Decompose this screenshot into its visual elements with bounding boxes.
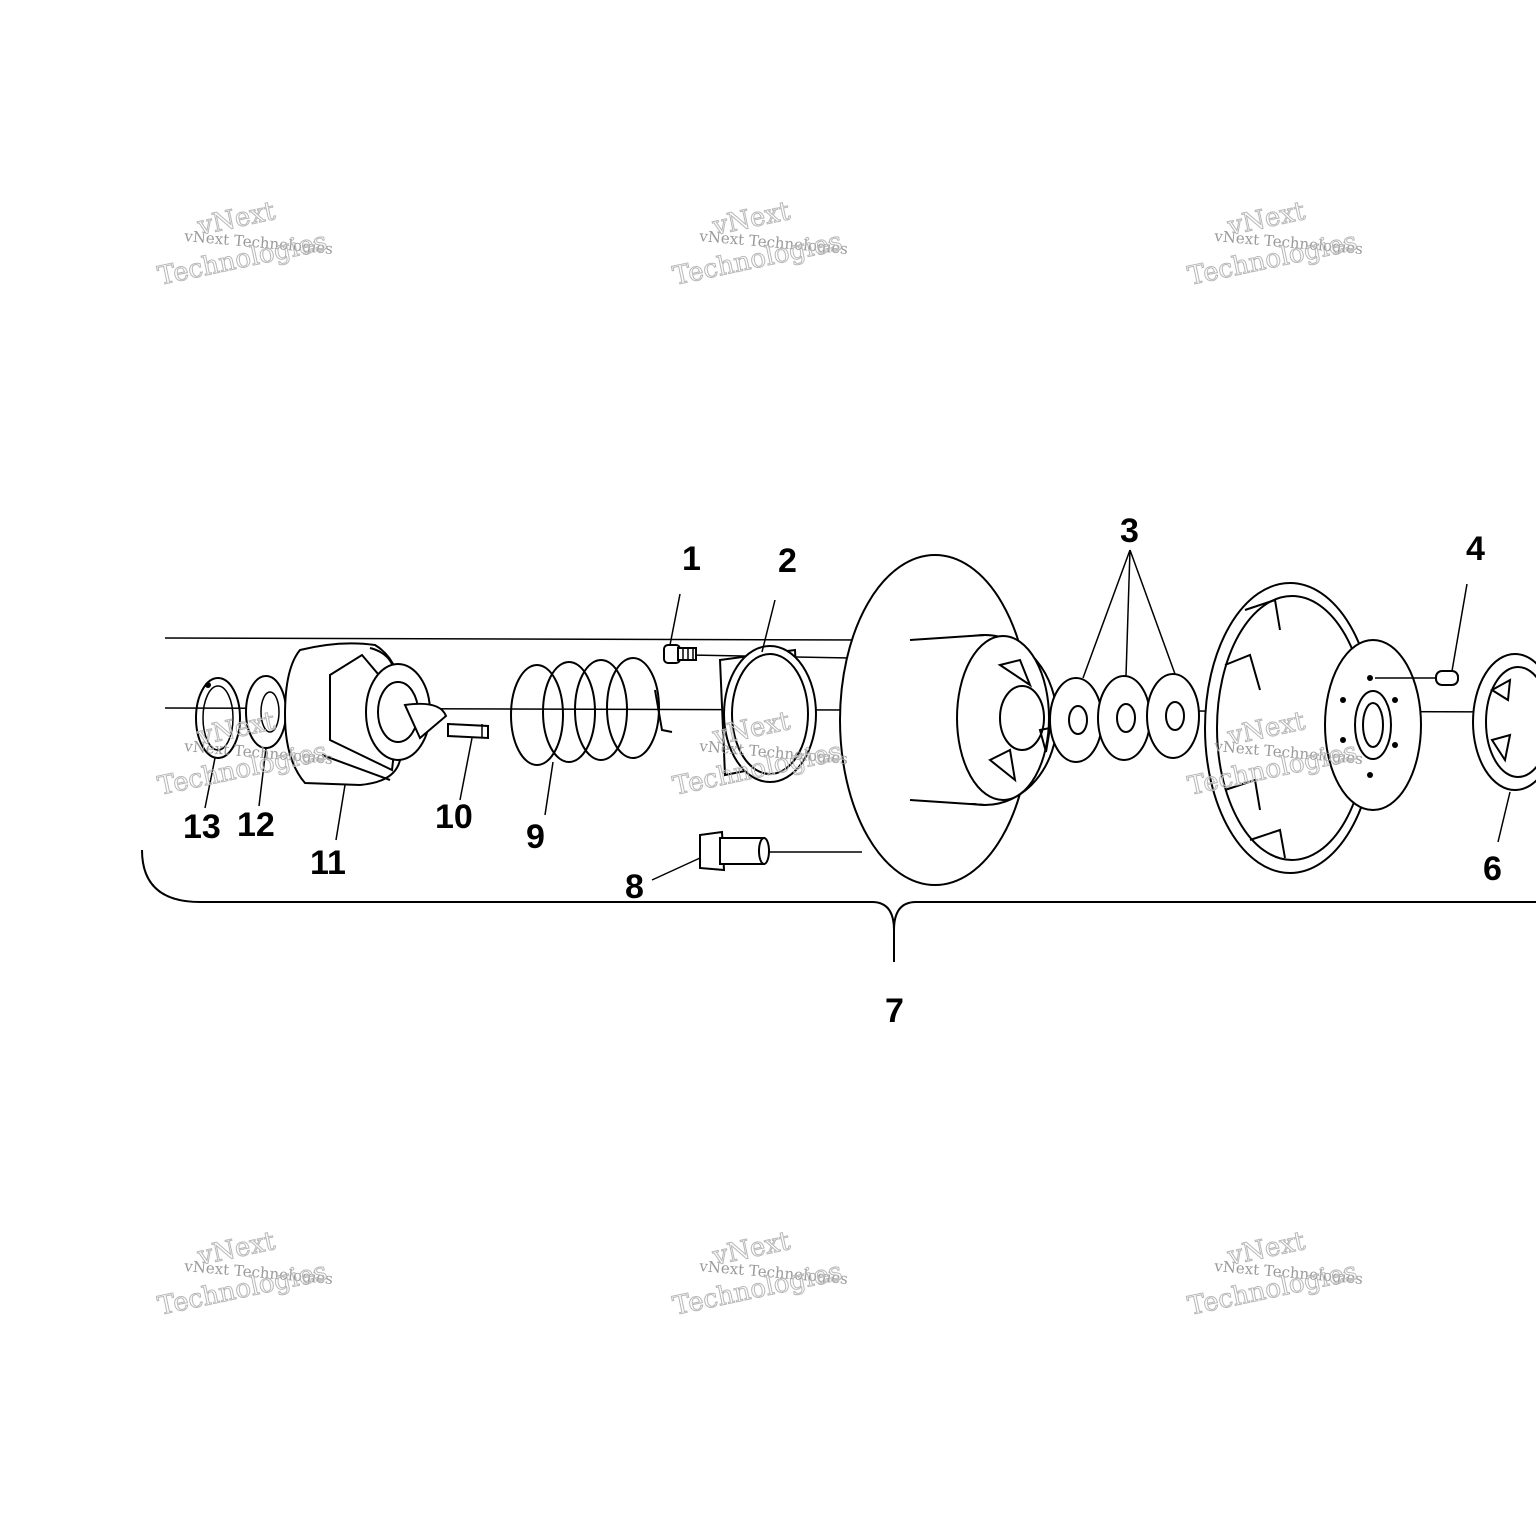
sheave-cover	[1472, 653, 1536, 791]
watermark-bottom-center: vNext Technologies Technologies vNext	[670, 1226, 849, 1323]
callout-8: 8	[625, 868, 644, 906]
bushing	[718, 645, 817, 783]
callout-11: 11	[310, 844, 346, 882]
compression-spring	[510, 657, 673, 766]
watermark-top-right: vNext Technologies Technologies vNext	[1185, 196, 1364, 293]
callout-4: 4	[1466, 530, 1485, 568]
shaft-key	[447, 722, 489, 740]
roller-pin	[699, 830, 770, 872]
set-screw	[663, 644, 697, 664]
callout-1: 1	[682, 540, 701, 578]
watermark-top-left: vNext Technologies Technologies vNext	[155, 196, 334, 293]
callout-6: 6	[1483, 850, 1502, 888]
callout-13: 13	[183, 808, 221, 846]
callout-labels: 1 2 3 4 6 7 8 9 10 11 12 13	[183, 512, 1502, 1030]
watermark-top-center: vNext Technologies Technologies vNext	[670, 196, 849, 293]
callout-12: 12	[237, 806, 275, 844]
cam-pin	[1375, 670, 1459, 686]
watermark-bottom-right: vNext Technologies Technologies vNext	[1185, 1226, 1364, 1323]
callout-10: 10	[435, 798, 473, 836]
assembly-brace	[141, 849, 1536, 962]
shim-washers	[1049, 673, 1200, 763]
stationary-sheave	[839, 554, 1058, 886]
snap-ring	[195, 677, 241, 759]
callout-3: 3	[1120, 512, 1139, 550]
leader-lines	[204, 549, 1511, 881]
watermark-bottom-left: vNext Technologies Technologies vNext	[155, 1226, 334, 1323]
moveable-sheave	[1204, 582, 1422, 874]
callout-7: 7	[885, 992, 904, 1030]
helix-cam	[283, 642, 448, 787]
watermark-mid-center: vNext Technologies Technologies vNext	[670, 706, 849, 803]
callout-2: 2	[778, 542, 797, 580]
callout-9: 9	[526, 818, 545, 856]
